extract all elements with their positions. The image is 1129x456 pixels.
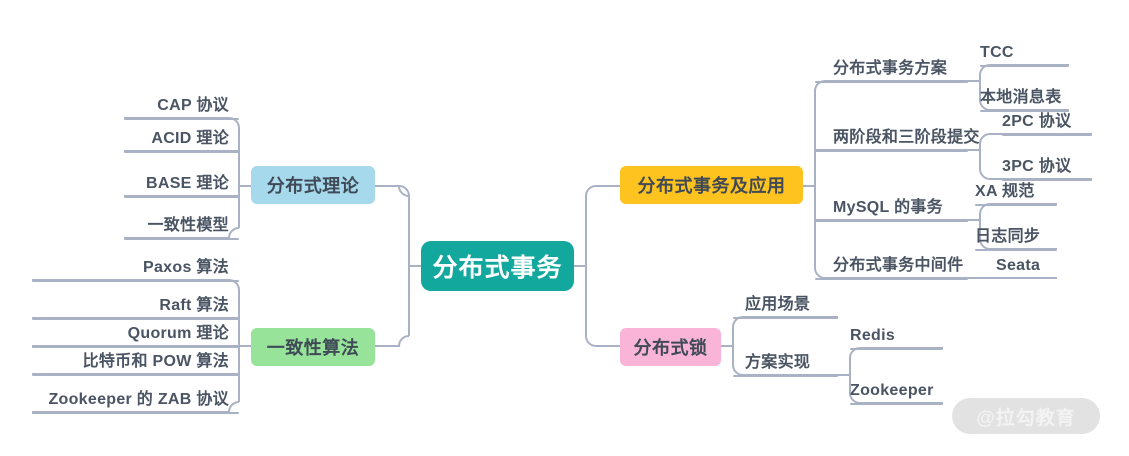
root-node[interactable]: 分布式事务	[421, 241, 574, 291]
leaf-implementation[interactable]: 方案实现	[745, 354, 811, 371]
branch-node-algorithm[interactable]: 一致性算法	[251, 328, 375, 366]
leaf-underline	[733, 317, 838, 319]
leaf-zookeeper[interactable]: Zookeeper	[850, 382, 934, 399]
leaf-underline	[32, 280, 239, 282]
leaf-2pc-protocol[interactable]: 2PC 协议	[1002, 113, 1072, 130]
leaf-quorum-theory[interactable]: Quorum 理论	[127, 325, 229, 342]
leaf-log-sync[interactable]: 日志同步	[975, 228, 1041, 245]
wire-root-left-bottom-arm	[375, 335, 410, 347]
leaf-3pc-protocol[interactable]: 3PC 协议	[1002, 158, 1072, 175]
leaf-raft-algorithm[interactable]: Raft 算法	[159, 297, 229, 314]
leaf-paxos-algorithm[interactable]: Paxos 算法	[143, 259, 229, 276]
leaf-tcc[interactable]: TCC	[980, 44, 1014, 61]
leaf-underline	[975, 249, 1057, 251]
leaf-underline	[850, 403, 943, 405]
branch-node-transaction[interactable]: 分布式事务及应用	[620, 166, 803, 204]
leaf-acid-theory[interactable]: ACID 理论	[151, 130, 229, 147]
leaf-base-theory[interactable]: BASE 理论	[146, 175, 229, 192]
wire-root-right-top-arm	[585, 185, 620, 197]
leaf-underline	[124, 238, 239, 240]
leaf-transaction-middleware[interactable]: 分布式事务中间件	[833, 257, 964, 274]
leaf-cap-protocol[interactable]: CAP 协议	[157, 97, 229, 114]
leaf-underline	[32, 346, 239, 348]
leaf-underline	[975, 204, 1057, 206]
leaf-underline	[980, 65, 1069, 67]
leaf-underline	[124, 151, 239, 153]
leaf-underline	[1002, 179, 1092, 181]
leaf-underline	[815, 220, 968, 222]
leaf-application-scenario[interactable]: 应用场景	[745, 296, 811, 313]
branch-node-theory[interactable]: 分布式理论	[251, 166, 375, 204]
leaf-zookeeper-zab-protocol[interactable]: Zookeeper 的 ZAB 协议	[48, 391, 229, 408]
leaf-underline	[815, 81, 968, 83]
wire-root-left-corner-top-helper	[398, 185, 410, 197]
leaf-redis[interactable]: Redis	[850, 327, 896, 344]
leaf-underline	[124, 118, 239, 120]
leaf-transaction-scheme[interactable]: 分布式事务方案	[833, 60, 948, 77]
leaf-underline	[850, 348, 943, 350]
branch-node-lock[interactable]: 分布式锁	[620, 328, 721, 366]
leaf-underline	[1002, 134, 1092, 136]
leaf-mysql-transaction[interactable]: MySQL 的事务	[833, 199, 943, 216]
leaf-local-message-table[interactable]: 本地消息表	[980, 89, 1062, 106]
leaf-bitcoin-pow-algorithm[interactable]: 比特币和 POW 算法	[82, 353, 229, 370]
wire-root-left-top-arm	[375, 185, 410, 197]
leaf-underline	[733, 375, 838, 377]
leaf-underline	[815, 150, 968, 152]
leaf-underline	[32, 412, 239, 414]
leaf-underline	[32, 318, 239, 320]
wire-root-right-bottom-arm	[585, 335, 620, 347]
leaf-underline	[980, 110, 1069, 112]
leaf-underline	[815, 278, 968, 280]
leaf-underline	[32, 374, 239, 376]
watermark: @拉勾教育	[952, 398, 1100, 434]
leaf-underline	[124, 196, 239, 198]
leaf-xa-specification[interactable]: XA 规范	[975, 183, 1035, 200]
leaf-seata[interactable]: Seata	[996, 257, 1041, 274]
leaf-two-three-phase-commit[interactable]: 两阶段和三阶段提交	[833, 129, 980, 146]
leaf-consistency-model[interactable]: 一致性模型	[147, 217, 229, 234]
